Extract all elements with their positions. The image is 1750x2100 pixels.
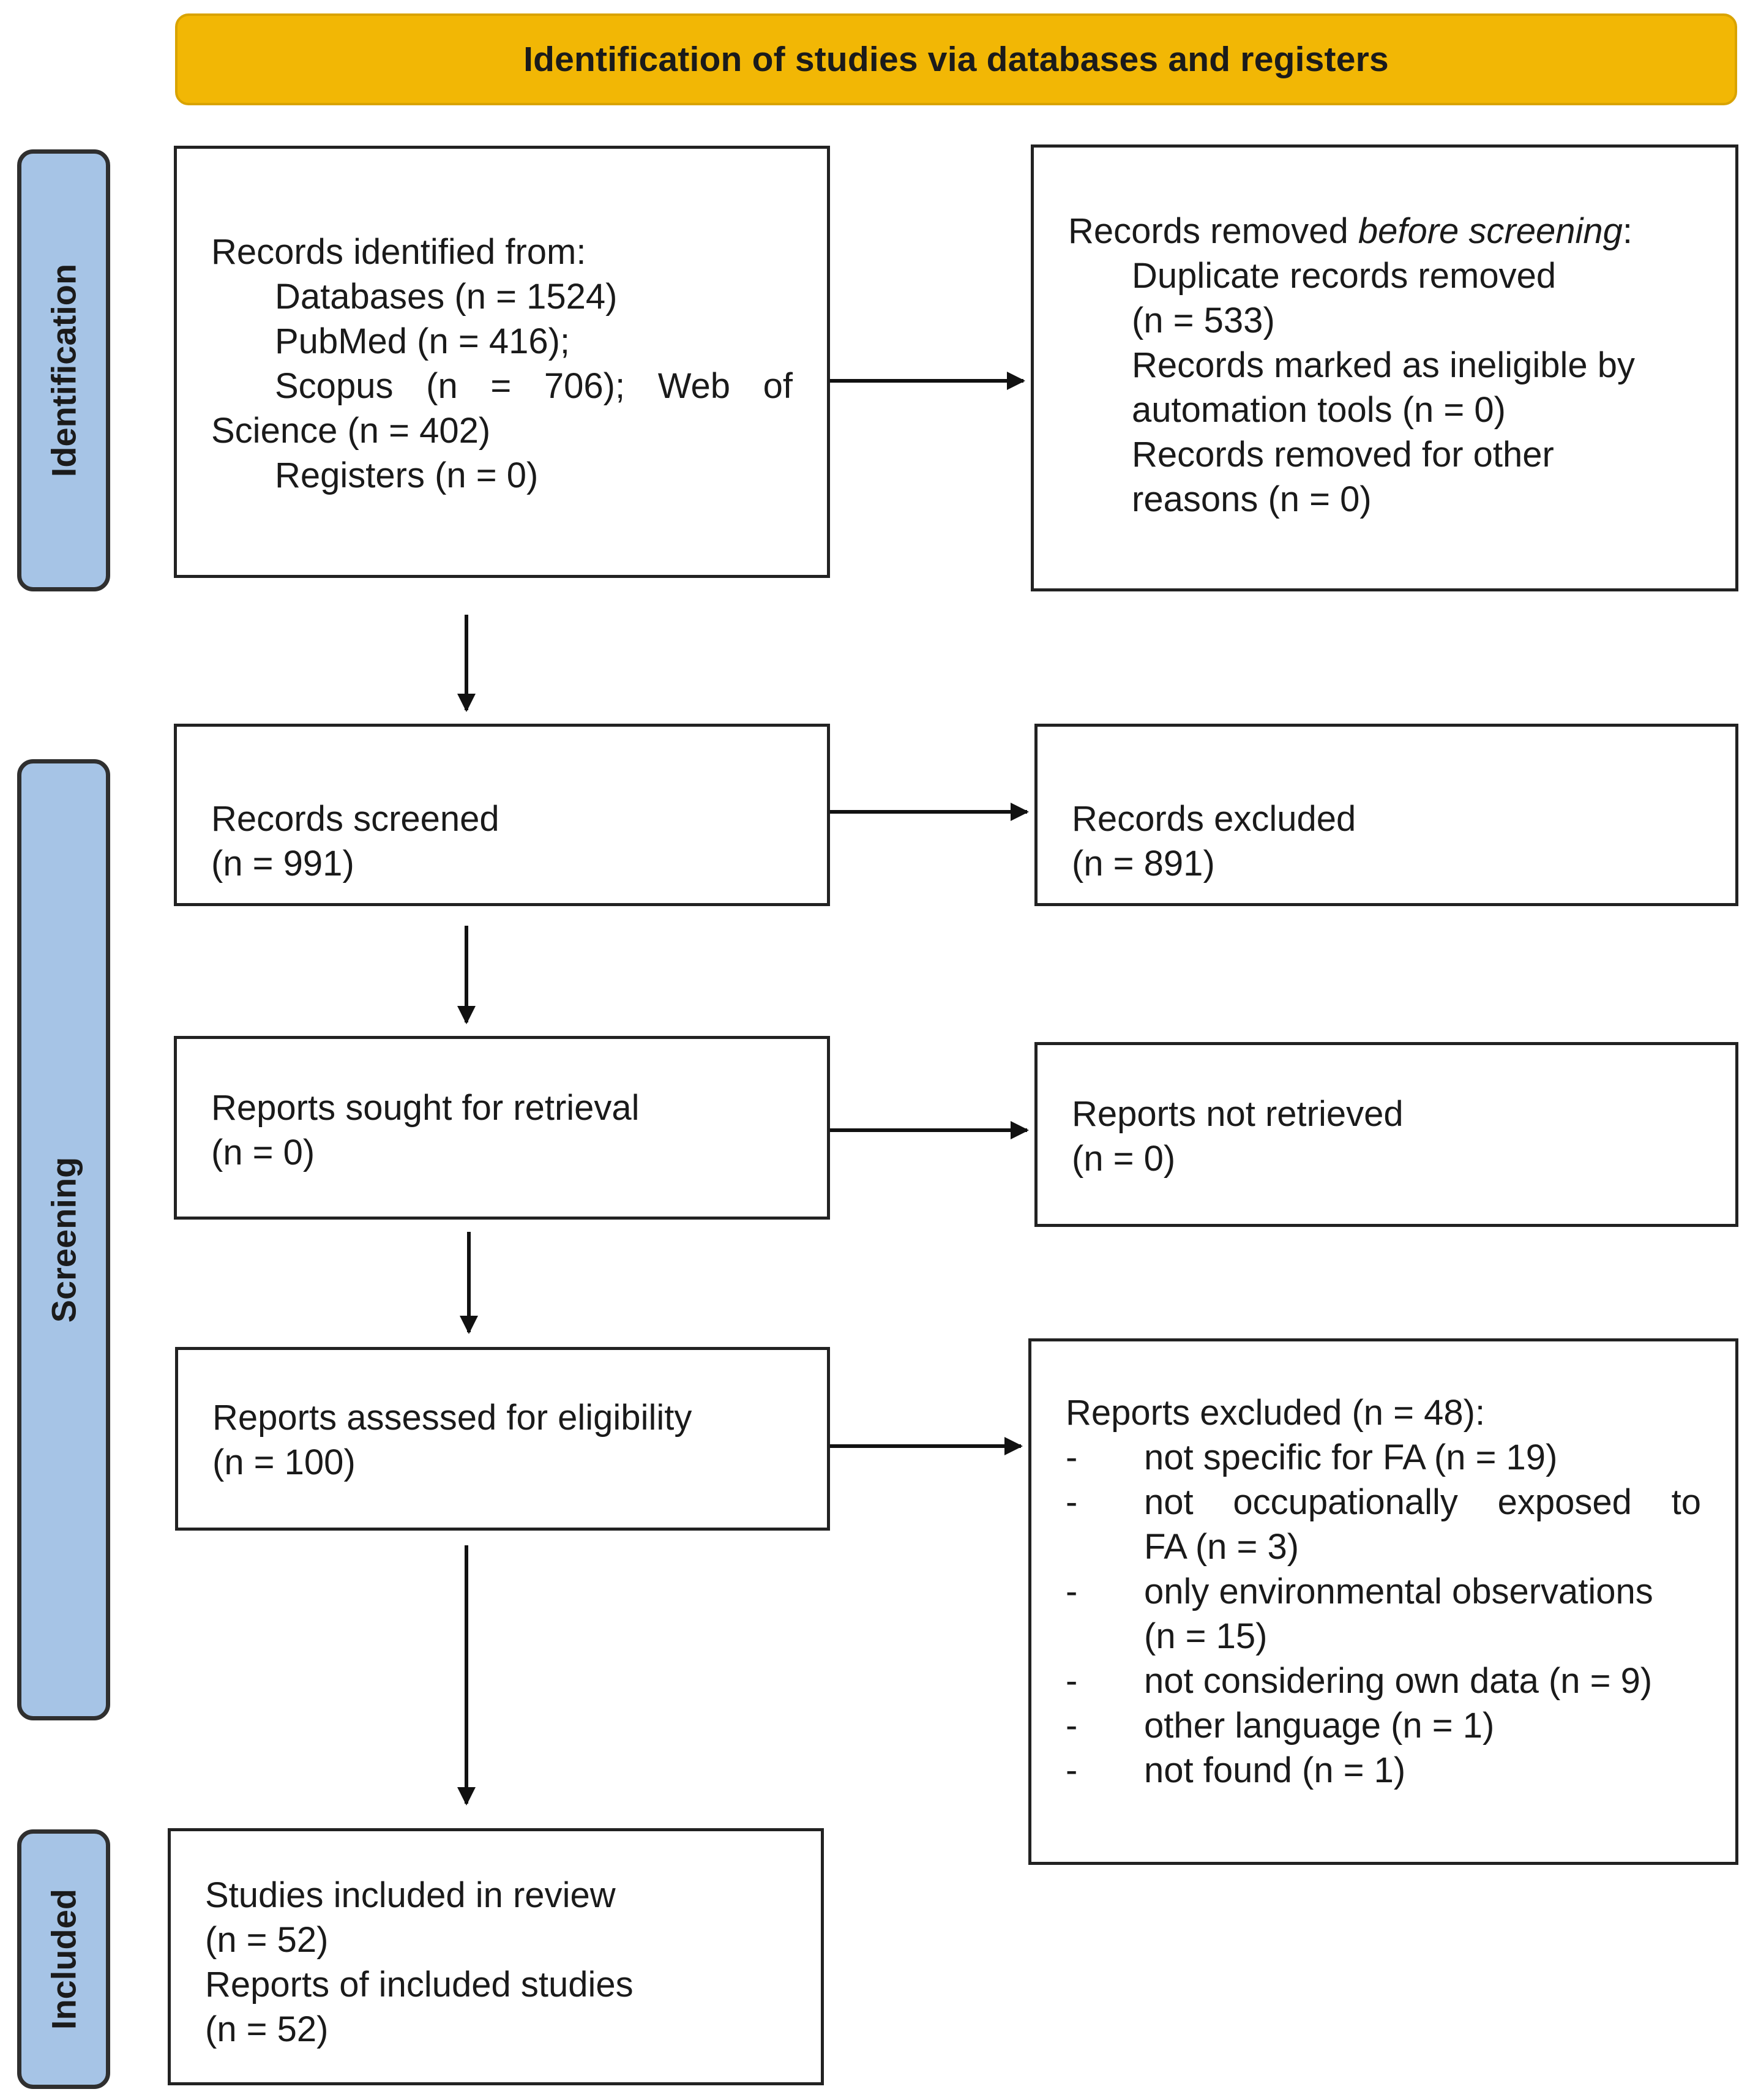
duplicate-records: Duplicate records removed [1132, 256, 1557, 296]
exclusion-reason-continuation: FA (n = 3) [1144, 1527, 1299, 1567]
phase-tab-identification: Identification [17, 149, 110, 591]
records-screened-count: (n = 991) [211, 844, 354, 883]
reports-assessed-count: (n = 100) [212, 1442, 356, 1482]
reports-sought-box: Reports sought for retrieval (n = 0) [174, 1036, 830, 1220]
records-excluded-box: Records excluded (n = 891) [1034, 724, 1738, 906]
registers-count: Registers (n = 0) [275, 456, 539, 495]
bullet-dash: - [1066, 1706, 1078, 1746]
scopus-word: Scopus [275, 366, 394, 406]
header-bar: Identification of studies via databases … [175, 13, 1737, 105]
reports-assessed-label: Reports assessed for eligibility [212, 1398, 692, 1438]
exclusion-reason-item: - not found (n = 1) [1066, 1748, 1701, 1793]
studies-included-box: Studies included in review (n = 52) Repo… [168, 1828, 824, 2085]
scopus-eq: = [490, 366, 512, 406]
exclusion-reason-line: only environmental observations [1144, 1572, 1653, 1611]
scopus-count: 706); [544, 366, 626, 406]
databases-count: Databases (n = 1524) [275, 277, 618, 317]
records-excluded-label: Records excluded [1072, 799, 1356, 839]
exclusion-reason-text: not considering own data (n = 9) [1144, 1661, 1653, 1701]
bullet-dash: - [1066, 1572, 1078, 1611]
ineligible-records: Records marked as ineligible by [1132, 345, 1636, 385]
phase-tab-included: Included [17, 1829, 110, 2089]
reports-assessed-box: Reports assessed for eligibility (n = 10… [175, 1347, 830, 1531]
reports-not-retrieved-count: (n = 0) [1072, 1139, 1176, 1179]
phase-label-identification: Identification [44, 263, 83, 478]
exclusion-reason-item: - not specific for FA (n = 19) [1066, 1435, 1701, 1480]
bullet-dash: - [1066, 1482, 1078, 1522]
other-reasons-records: Records removed for other [1132, 435, 1554, 474]
studies-included-count: (n = 52) [205, 1920, 329, 1960]
studies-included-label: Studies included in review [205, 1875, 616, 1915]
bullet-dash: - [1066, 1661, 1078, 1701]
exclusion-reason-text: other language (n = 1) [1144, 1706, 1495, 1746]
pubmed-count: PubMed (n = 416); [275, 321, 570, 361]
exclusion-reason-text: not found (n = 1) [1144, 1750, 1406, 1790]
phase-tab-screening: Screening [17, 759, 110, 1720]
records-removed-heading: Records removed before screening: [1068, 209, 1701, 253]
ineligible-count: automation tools (n = 0) [1132, 390, 1506, 430]
exclusion-reason-item: - other language (n = 1) [1066, 1703, 1701, 1748]
reports-included-label: Reports of included studies [205, 1965, 634, 2004]
scopus-line: Scopus (n = 706); Web of [211, 364, 793, 408]
records-screened-label: Records screened [211, 799, 499, 839]
exclusion-reason-justified-line: not occupationally exposed to [1144, 1480, 1701, 1524]
removed-title-suffix: : [1622, 211, 1633, 251]
exclusion-reason-text: not occupationally exposed to FA (n = 3) [1144, 1480, 1701, 1569]
reports-not-retrieved-box: Reports not retrieved (n = 0) [1034, 1042, 1738, 1227]
reports-not-retrieved-label: Reports not retrieved [1072, 1094, 1404, 1134]
word-occupationally: occupationally [1233, 1482, 1458, 1522]
word-exposed: exposed [1497, 1482, 1632, 1522]
header-title: Identification of studies via databases … [523, 40, 1389, 79]
removed-title-italic: before screening [1358, 211, 1623, 251]
other-reasons-count: reasons (n = 0) [1132, 479, 1372, 519]
records-identified-box: Records identified from: Databases (n = … [174, 146, 830, 578]
removed-title-prefix: Records removed [1068, 211, 1358, 251]
records-removed-box: Records removed before screening: Duplic… [1031, 144, 1738, 591]
phase-label-included: Included [44, 1888, 83, 2030]
scopus-n: (n [426, 366, 458, 406]
records-identified-heading: Records identified from: [211, 232, 586, 272]
exclusion-reason-item: - not occupationally exposed to FA (n = … [1066, 1480, 1701, 1569]
reports-excluded-box: Reports excluded (n = 48): - not specifi… [1028, 1338, 1738, 1865]
word-not: not [1144, 1482, 1194, 1522]
of-word: of [763, 366, 793, 406]
exclusion-reason-item: - not considering own data (n = 9) [1066, 1659, 1701, 1703]
records-screened-box: Records screened (n = 991) [174, 724, 830, 906]
web-word: Web [657, 366, 730, 406]
duplicate-count: (n = 533) [1132, 301, 1275, 340]
reports-excluded-heading: Reports excluded (n = 48): [1066, 1393, 1486, 1433]
phase-label-screening: Screening [44, 1157, 83, 1323]
exclusion-reason-item: - only environmental observations (n = 1… [1066, 1569, 1701, 1659]
records-excluded-count: (n = 891) [1072, 844, 1215, 883]
reports-sought-label: Reports sought for retrieval [211, 1088, 640, 1128]
exclusion-reason-text: not specific for FA (n = 19) [1144, 1438, 1558, 1477]
bullet-dash: - [1066, 1438, 1078, 1477]
bullet-dash: - [1066, 1750, 1078, 1790]
web-of-science-count: Science (n = 402) [211, 411, 491, 451]
reports-included-count: (n = 52) [205, 2009, 329, 2049]
exclusion-reason-line: (n = 15) [1144, 1616, 1268, 1656]
exclusion-reason-text: only environmental observations (n = 15) [1144, 1569, 1701, 1659]
word-to: to [1671, 1482, 1701, 1522]
reports-sought-count: (n = 0) [211, 1133, 315, 1172]
